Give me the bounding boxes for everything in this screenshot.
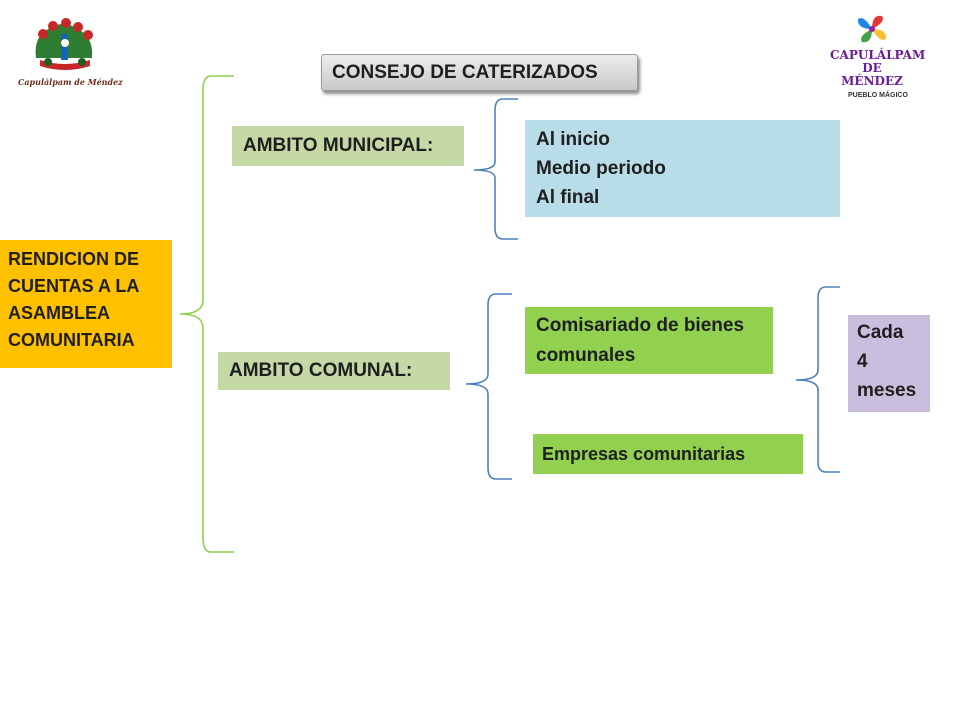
municipal-bracket — [473, 98, 518, 240]
logo-title-line2: DE MÉNDEZ — [841, 61, 903, 88]
comunal-bracket — [465, 293, 512, 480]
comisariado-node: Comisariado de bienes comunales — [525, 307, 773, 374]
root-node: RENDICION DE CUENTAS A LA ASAMBLEA COMUN… — [0, 240, 172, 368]
frequency-line: Cada — [857, 322, 904, 343]
period-item: Al final — [536, 187, 600, 208]
ambito-comunal-node: AMBITO COMUNAL: — [218, 352, 450, 390]
empresas-node: Empresas comunitarias — [533, 434, 803, 474]
main-bracket — [179, 75, 234, 553]
logo-title-line1: CAPULÁLPAM — [830, 48, 926, 62]
empresas-label: Empresas comunitarias — [542, 444, 746, 464]
logo-subtitle: PUEBLO MÁGICO — [848, 92, 908, 99]
ambito-municipal-node: AMBITO MUNICIPAL: — [232, 126, 464, 166]
comisariado-line: Comisariado de bienes — [536, 315, 745, 336]
municipal-seal-icon — [35, 18, 93, 70]
ambito-comunal-label: AMBITO COMUNAL: — [229, 360, 413, 381]
frequency-node: Cada 4 meses — [848, 315, 930, 412]
root-line: COMUNITARIA — [8, 330, 135, 350]
comisariado-line: comunales — [536, 345, 636, 366]
frequency-line: 4 — [857, 351, 868, 372]
period-item: Medio periodo — [536, 158, 666, 179]
periods-node: Al inicio Medio periodo Al final — [525, 120, 840, 217]
root-line: ASAMBLEA — [8, 303, 110, 323]
municipal-seal-caption: Capulálpam de Méndez — [18, 77, 123, 87]
pinwheel-swirl-icon — [857, 15, 887, 43]
ambito-municipal-label: AMBITO MUNICIPAL: — [243, 135, 434, 156]
frequency-line: meses — [857, 380, 917, 401]
diagram-title-text: CONSEJO DE CATERIZADOS — [332, 62, 598, 83]
municipal-seal-logo: Capulálpam de Méndez — [18, 18, 123, 88]
diagram-title: CONSEJO DE CATERIZADOS — [321, 54, 638, 91]
frequency-bracket — [795, 286, 840, 473]
period-item: Al inicio — [536, 129, 610, 150]
pueblo-magico-logo: CAPULÁLPAM DE MÉNDEZ PUEBLO MÁGICO — [830, 12, 926, 102]
root-line: RENDICION DE — [8, 249, 140, 269]
root-line: CUENTAS A LA — [8, 276, 140, 296]
